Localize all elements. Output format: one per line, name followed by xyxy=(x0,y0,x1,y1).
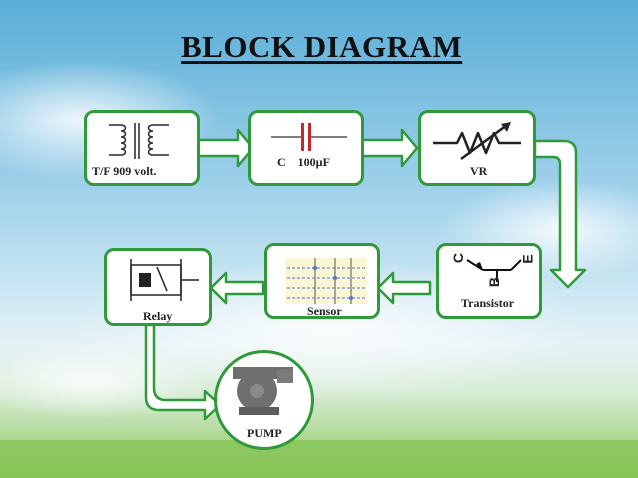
capacitor-icon xyxy=(271,123,347,151)
arrow-transformer-to-capacitor xyxy=(196,128,255,168)
transistor-pin-e: E xyxy=(519,254,536,264)
water-level-sensor-icon xyxy=(285,258,367,304)
sensor-label: Sensor xyxy=(307,304,342,318)
relay-label: Relay xyxy=(143,309,173,323)
transformer-label: T/F 909 volt. xyxy=(92,164,157,178)
arrow-sensor-to-relay xyxy=(209,271,265,305)
transformer-icon xyxy=(109,123,169,159)
variable-resistor-icon xyxy=(433,122,521,161)
pump-icon xyxy=(233,367,293,415)
arrow-capacitor-to-vr xyxy=(360,128,419,168)
arrow-relay-to-pump xyxy=(144,323,222,421)
relay-icon xyxy=(130,259,199,301)
transistor-block: C B E Transistor xyxy=(436,243,542,319)
arrow-vr-to-transistor xyxy=(533,139,587,289)
transistor-label: Transistor xyxy=(461,296,515,310)
vr-block: VR xyxy=(418,110,536,186)
relay-block: Relay xyxy=(104,248,212,326)
transistor-icon xyxy=(466,259,522,282)
vr-label: VR xyxy=(470,164,488,178)
capacitor-block: C 100µF xyxy=(248,110,364,186)
transistor-pin-c: C xyxy=(450,252,467,264)
pump-label: PUMP xyxy=(247,426,282,440)
capacitor-label: C 100µF xyxy=(277,155,330,169)
arrow-transistor-to-sensor xyxy=(376,271,432,305)
pump-block: PUMP xyxy=(214,350,314,450)
sensor-block: Sensor xyxy=(264,243,380,319)
page-title: BLOCK DIAGRAM xyxy=(181,29,463,64)
transformer-block: T/F 909 volt. xyxy=(84,110,200,186)
transistor-pin-b: B xyxy=(486,276,503,288)
